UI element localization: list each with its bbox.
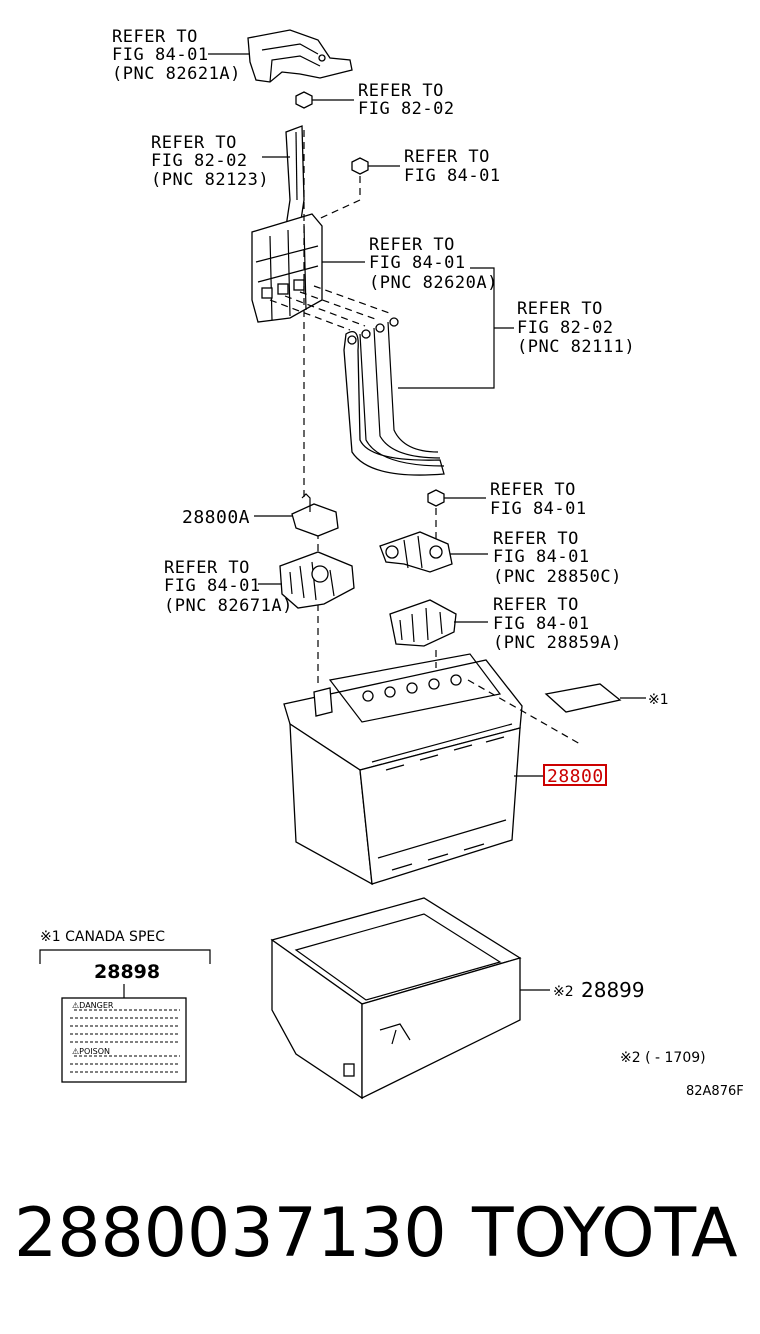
nut-right-lower-part [427,489,486,540]
svg-text:FIG 84-01: FIG 84-01 [493,547,590,567]
top-bracket-part [247,29,353,83]
danger-label: ⚠DANGER [72,1001,114,1010]
terminal-28850c-part [379,531,488,573]
svg-text:REFER TO: REFER TO [358,81,444,101]
nut-top-part [295,91,354,109]
svg-text:FIG 84-01: FIG 84-01 [112,45,209,65]
diagram-code: 82A876F [686,1084,744,1099]
svg-text:REFER TO: REFER TO [164,558,250,578]
footer-brand: TOYOTA [471,1194,737,1273]
poison-label: ⚠POISON [72,1047,110,1056]
svg-text:(PNC 28859A): (PNC 28859A) [493,633,622,653]
highlight-box [543,764,607,786]
cover-28859a-part [389,599,488,668]
ref-label-4: REFER TO FIG 84-01 [404,147,501,186]
svg-text:REFER TO: REFER TO [490,480,576,500]
mark2-label: ※2 [553,984,574,1000]
label-card-part [544,683,646,713]
ref-label-5: REFER TO FIG 84-01 (PNC 82620A) [369,235,498,293]
svg-text:REFER TO: REFER TO [369,235,455,255]
clamp-82671a-part [258,551,355,609]
part-28898-label: 28898 [94,961,160,983]
part-28899-label: 28899 [581,978,645,1002]
svg-text:REFER TO: REFER TO [493,595,579,615]
svg-text:(PNC 82621A): (PNC 82621A) [112,64,241,84]
canada-spec-box [39,949,211,1083]
battery-part [283,653,581,886]
ref-label-3: REFER TO FIG 82-02 (PNC 82123) [151,133,269,190]
canada-spec-header: ※1 CANADA SPEC [40,929,165,945]
svg-text:REFER TO: REFER TO [493,529,579,549]
svg-text:REFER TO: REFER TO [517,299,603,319]
wire-harness-part [269,267,514,476]
fuse-block-part [251,213,365,323]
svg-text:(PNC 28850C): (PNC 28850C) [493,567,622,587]
ref-label-9: REFER TO FIG 84-01 (PNC 82671A) [164,558,293,616]
terminal-28800a-part [254,493,339,537]
svg-text:(PNC 82620A): (PNC 82620A) [369,273,498,293]
svg-text:(PNC 82671A): (PNC 82671A) [164,596,293,616]
svg-text:FIG 84-01: FIG 84-01 [490,499,587,519]
svg-text:REFER TO: REFER TO [404,147,490,167]
svg-text:REFER TO: REFER TO [112,27,198,47]
svg-text:FIG 82-02: FIG 82-02 [517,318,614,338]
ref-label-1: REFER TO FIG 84-01 (PNC 82621A) [112,27,241,84]
svg-text:FIG 84-01: FIG 84-01 [404,166,501,186]
svg-text:FIG 84-01: FIG 84-01 [164,576,261,596]
battery-tray-part [270,897,550,1100]
part-28800a-label: 28800A [182,507,250,528]
ref-label-10: REFER TO FIG 84-01 (PNC 28859A) [493,595,622,653]
footer-part-number: 2880037130 [14,1194,447,1273]
ref-label-6: REFER TO FIG 82-02 (PNC 82111) [517,299,635,357]
ref-label-8: REFER TO FIG 84-01 (PNC 28850C) [493,529,622,587]
svg-text:(PNC 82111): (PNC 82111) [517,337,635,357]
ref-label-7: REFER TO FIG 84-01 [490,480,587,519]
svg-text:FIG 82-02: FIG 82-02 [358,99,455,119]
mark1-label: ※1 [648,692,669,708]
note-2: ※2 ( - 1709) [620,1050,706,1066]
svg-text:FIG 82-02: FIG 82-02 [151,151,248,171]
svg-text:(PNC 82123): (PNC 82123) [151,170,269,190]
nut-right-part [311,157,400,223]
svg-text:FIG 84-01: FIG 84-01 [493,614,590,634]
svg-text:REFER TO: REFER TO [151,133,237,153]
ref-label-2: REFER TO FIG 82-02 [358,81,455,119]
part-28800-label: 28800 [547,766,604,787]
svg-text:FIG 84-01: FIG 84-01 [369,253,466,273]
